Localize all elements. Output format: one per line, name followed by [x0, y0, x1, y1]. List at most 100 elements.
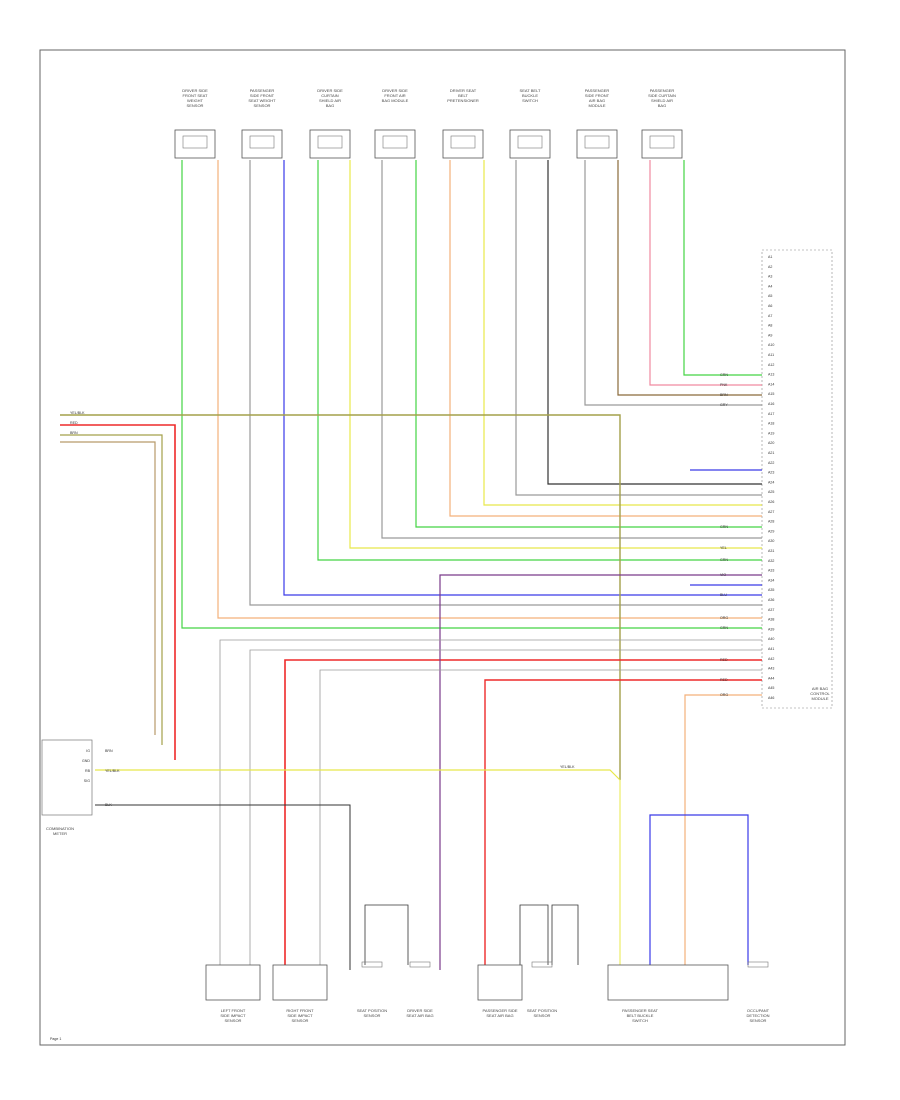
bottom-sensor-box	[205, 964, 261, 1001]
right-module-pin: A46	[768, 696, 774, 700]
wire-color-label: GRY	[720, 403, 728, 407]
harness-wire	[219, 639, 762, 970]
harness-wire	[60, 414, 621, 780]
page-reference: Page 1	[50, 1037, 61, 1041]
harness-wire	[364, 904, 409, 965]
right-module-pin: A18	[768, 422, 774, 426]
harness-wire	[249, 649, 762, 970]
harness-wire	[95, 804, 351, 970]
left-module-pin: RB	[85, 769, 91, 773]
harness-wire	[649, 160, 762, 386]
right-module-pin: A2	[768, 265, 772, 269]
top-sensor-box	[374, 129, 416, 159]
harness-wire	[95, 769, 621, 781]
harness-wire	[284, 659, 762, 970]
right-module-pin: A8	[768, 324, 772, 328]
harness-wire	[60, 424, 176, 760]
right-module-pin: A11	[768, 353, 774, 357]
right-module-pin: A34	[768, 578, 774, 582]
top-sensor-box	[442, 129, 484, 159]
sensor-connector-icon	[382, 135, 408, 149]
harness-wire	[483, 160, 762, 506]
right-module-pin: A12	[768, 363, 774, 367]
wire-color-label: BLK	[105, 803, 112, 807]
harness-wire	[60, 434, 163, 745]
connector-icon	[409, 961, 431, 968]
right-module-pin: A40	[768, 637, 774, 641]
harness-wire	[439, 574, 762, 970]
sensor-connector-icon	[182, 135, 208, 149]
wire-color-label: YEL/BLK	[105, 769, 120, 773]
sensor-connector-icon	[649, 135, 675, 149]
right-module-pin: A44	[768, 676, 774, 680]
sensor-connector-icon	[249, 135, 275, 149]
wire-group	[60, 160, 762, 970]
wire-color-label: YEL/BLK	[560, 765, 575, 769]
right-module-pin: A37	[768, 608, 774, 612]
harness-wire	[551, 904, 579, 965]
right-module-pin: A42	[768, 657, 774, 661]
right-module-pin: A10	[768, 343, 774, 347]
top-sensor-box	[309, 129, 351, 159]
right-module-pin: A41	[768, 647, 774, 651]
left-module-pin: IG	[86, 749, 90, 753]
harness-wire	[683, 160, 762, 376]
right-module-pin: A14	[768, 382, 774, 386]
harness-wire	[684, 694, 762, 970]
wire-color-label: ORG	[720, 616, 728, 620]
right-module-pin: A32	[768, 559, 774, 563]
right-module-pin: A21	[768, 451, 774, 455]
component-group	[41, 129, 769, 1001]
right-module-pin: A25	[768, 490, 774, 494]
right-module-pin: A1	[768, 255, 772, 259]
right-module-pin: A36	[768, 598, 774, 602]
wire-color-label: BRN	[720, 393, 728, 397]
top-sensor-box	[174, 129, 216, 159]
harness-wire	[217, 160, 762, 619]
sensor-connector-icon	[517, 135, 543, 149]
top-sensor-box	[509, 129, 551, 159]
harness-wire	[249, 160, 762, 606]
right-module-pin: A27	[768, 510, 774, 514]
harness-wire	[283, 160, 762, 596]
top-sensor-box	[241, 129, 283, 159]
wire-color-label: GRN	[720, 626, 728, 630]
right-module-pin: A19	[768, 431, 774, 435]
sensor-connector-icon	[450, 135, 476, 149]
right-module-pin: A9	[768, 333, 772, 337]
harness-wire	[484, 679, 762, 970]
harness-wire	[584, 160, 762, 406]
right-module-pin: A6	[768, 304, 772, 308]
wire-color-label: BRN	[70, 431, 78, 435]
right-module-pin: A7	[768, 314, 772, 318]
right-module-pin: A22	[768, 461, 774, 465]
wire-color-label: PNK	[720, 383, 728, 387]
diagram-frame	[39, 49, 846, 1046]
harness-wire	[317, 160, 762, 561]
wire-color-label: RED	[720, 678, 728, 682]
wire-color-label: ORG	[720, 693, 728, 697]
harness-wire	[181, 160, 762, 629]
wire-color-label: RED	[720, 658, 728, 662]
left-module-pin: SIG	[84, 779, 90, 783]
right-module-pin: A38	[768, 618, 774, 622]
harness-wire	[519, 904, 549, 965]
bottom-sensor-box	[272, 964, 328, 1001]
right-module-pin: A29	[768, 529, 774, 533]
right-module-pin: A17	[768, 412, 774, 416]
top-sensor-box	[576, 129, 618, 159]
harness-wire	[319, 669, 762, 970]
